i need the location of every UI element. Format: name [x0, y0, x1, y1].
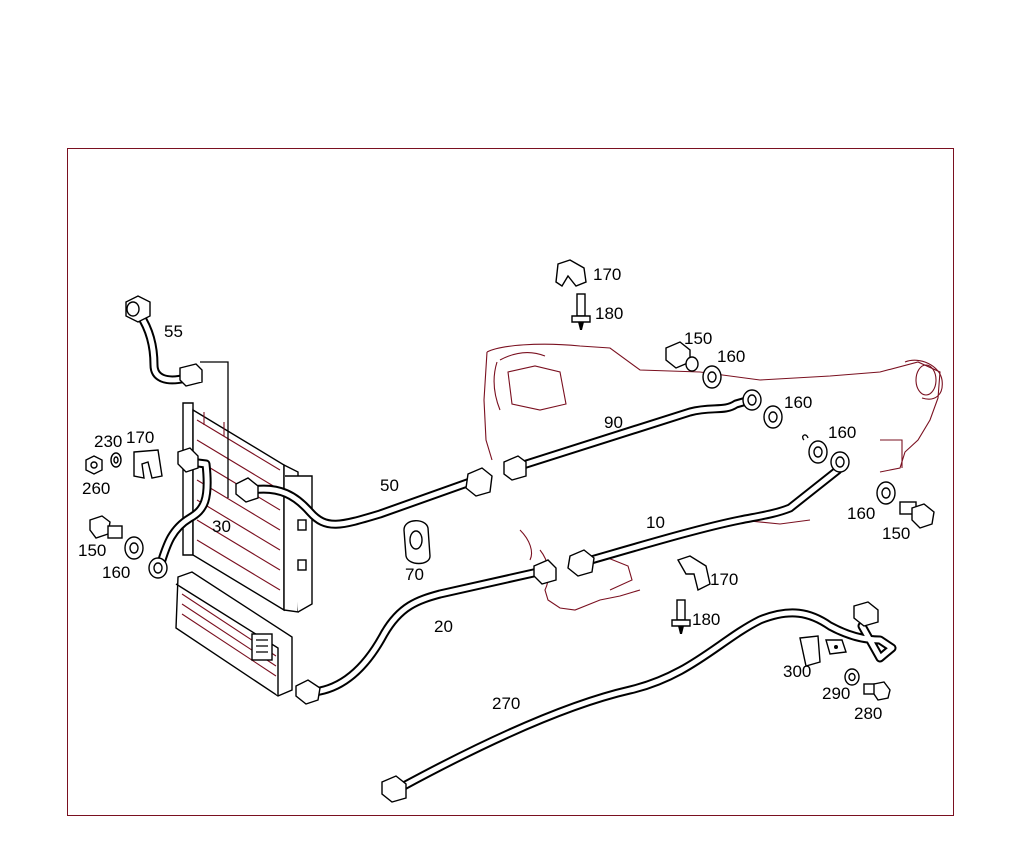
callout-180-top: 180: [595, 304, 623, 323]
banjo-bolt-150-right: [899, 501, 935, 529]
pipe-10: [567, 451, 850, 577]
callout-150-left: 150: [78, 541, 106, 560]
washer-160-c: [802, 434, 828, 464]
callout-160-b: 160: [784, 393, 812, 412]
callout-170-top: 170: [593, 265, 621, 284]
bracket-300: [799, 635, 847, 667]
washer-160-d: [876, 481, 896, 505]
callout-170-left: 170: [126, 428, 154, 447]
callout-230: 230: [94, 432, 122, 451]
callout-180-mid: 180: [692, 610, 720, 629]
pipe-90: [503, 389, 762, 481]
washer-160-b: [763, 405, 783, 429]
pipe-270: [381, 601, 897, 803]
bolt-280: [863, 681, 891, 701]
callout-30: 30: [212, 517, 231, 536]
callout-70: 70: [405, 565, 424, 584]
bolt-180-top: [571, 293, 591, 330]
pipe-50: [235, 467, 493, 529]
rubber-mount-70: [403, 520, 431, 565]
callout-160-c: 160: [828, 423, 856, 442]
washer-160-top: [702, 365, 722, 389]
callout-150-top: 150: [684, 329, 712, 348]
clip-170-top: [555, 259, 587, 287]
callout-160-top: 160: [717, 347, 745, 366]
callout-90: 90: [604, 413, 623, 432]
oil-cooler: [175, 571, 293, 697]
pipe-30: [148, 447, 212, 579]
callout-300: 300: [783, 662, 811, 681]
callout-170-mid: 170: [710, 570, 738, 589]
callout-20: 20: [434, 617, 453, 636]
callout-280: 280: [854, 704, 882, 723]
bolt-180-mid: [671, 599, 691, 634]
clip-170-mid: [676, 555, 711, 592]
callout-270: 270: [492, 694, 520, 713]
transmission-housing: [483, 343, 943, 611]
callout-55: 55: [164, 322, 183, 341]
washer-290: [844, 668, 860, 686]
nut-260: [85, 455, 103, 475]
callout-290: 290: [822, 684, 850, 703]
diagram-frame: [67, 148, 954, 816]
mount-170-left: [133, 449, 163, 479]
callout-50: 50: [380, 476, 399, 495]
pipe-20: [295, 559, 557, 705]
callout-10: 10: [646, 513, 665, 532]
callout-160-left: 160: [102, 563, 130, 582]
callout-150-right: 150: [882, 524, 910, 543]
washer-230: [110, 452, 122, 468]
callout-260: 260: [82, 479, 110, 498]
banjo-bolt-150-top: [665, 341, 699, 372]
banjo-bolt-150-left: [89, 515, 123, 539]
washer-160-left: [124, 536, 144, 560]
pipe-55: [125, 295, 229, 498]
callout-160-d: 160: [847, 504, 875, 523]
